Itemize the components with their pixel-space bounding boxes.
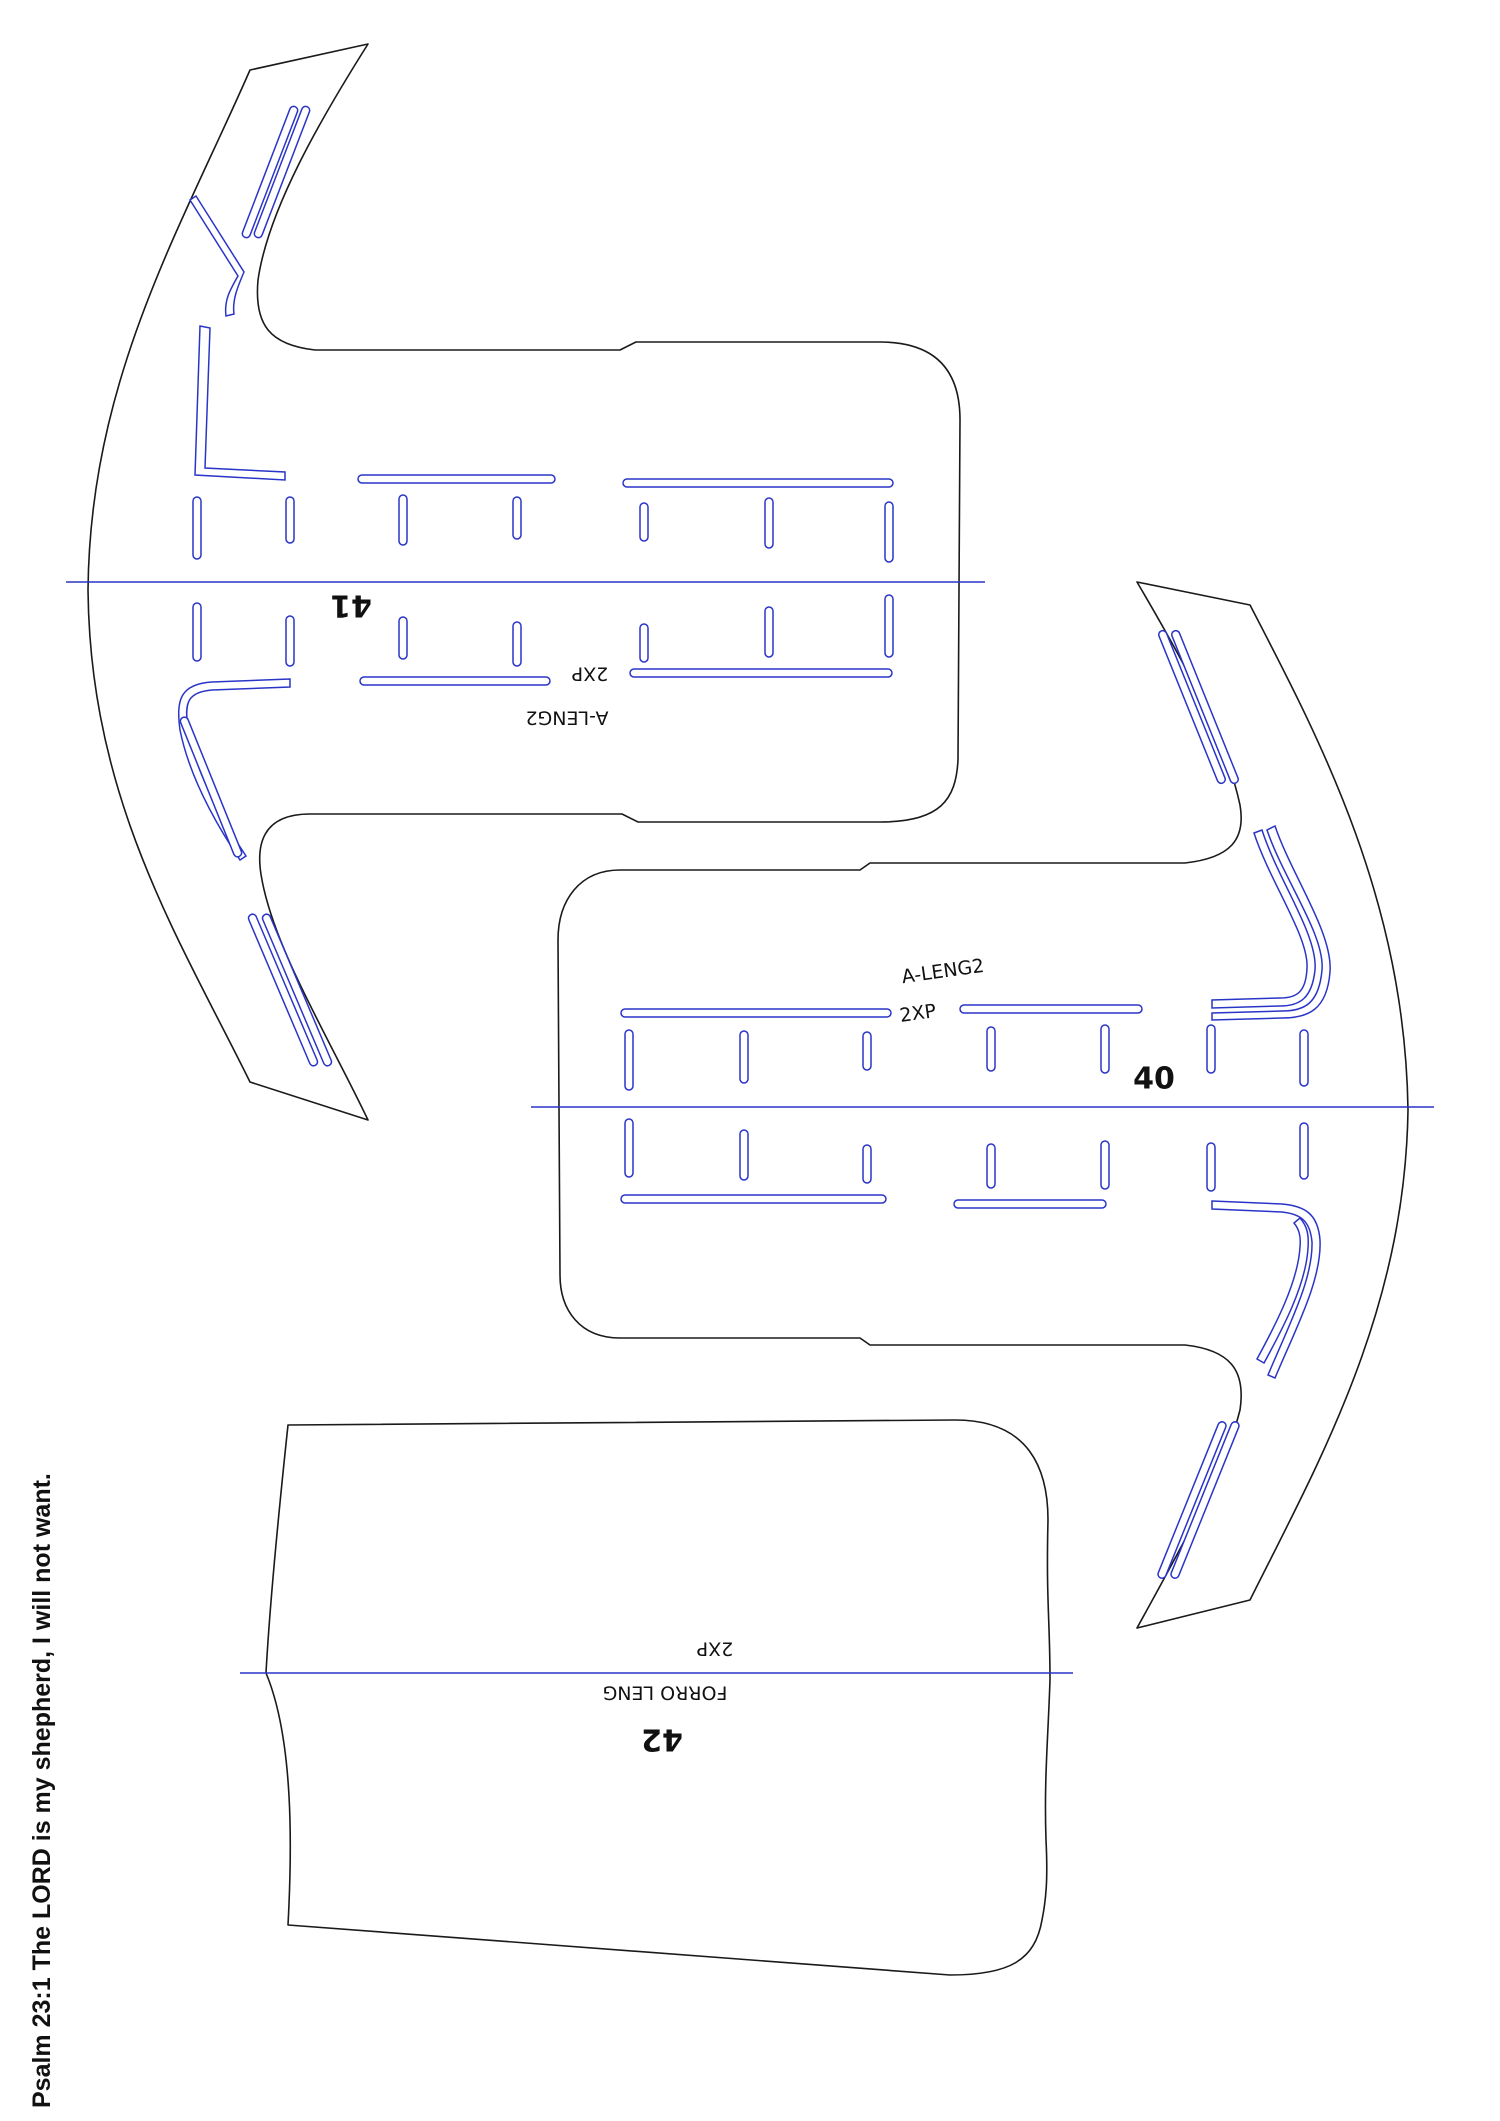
piece-41-quantity: 2XP	[572, 663, 609, 685]
piece-42-quantity: 2XP	[697, 1638, 734, 1660]
piece-40-stitch	[862, 1144, 872, 1184]
piece-41-stitch	[764, 606, 774, 658]
piece-40-quantity: 2XP	[898, 1000, 937, 1027]
piece-41-stitch	[629, 668, 893, 678]
piece-40-stitch	[1299, 1029, 1309, 1087]
piece-41-stitch	[512, 621, 522, 667]
piece-40-stitch	[953, 1199, 1107, 1209]
piece-41-stitch	[261, 913, 333, 1067]
piece-40-stitch	[1100, 1024, 1110, 1074]
piece-41-stitch	[192, 602, 202, 662]
piece-41-stitch	[884, 501, 894, 563]
pattern-piece-42: 2XP FORRO LENG 42	[240, 1419, 1073, 1976]
piece-41-stitch	[188, 194, 245, 317]
piece-41-number: 41	[330, 588, 372, 623]
piece-40-stitch	[959, 1004, 1143, 1014]
piece-42-name: FORRO LENG	[603, 1682, 728, 1704]
piece-41-stitch	[194, 325, 286, 481]
pattern-piece-40: A-LENG2 2XP 40	[531, 581, 1434, 1629]
piece-41-name: A-LENG2	[525, 707, 608, 729]
piece-41-stitch	[639, 623, 649, 663]
piece-40-stitch	[624, 1118, 634, 1178]
piece-40-name: A-LENG2	[900, 955, 985, 988]
piece-40-stitch	[862, 1031, 872, 1071]
piece-40-stitch	[986, 1026, 996, 1072]
piece-42-number: 42	[641, 1722, 683, 1757]
piece-41-stitch	[285, 615, 295, 667]
piece-41-stitch	[357, 474, 556, 484]
piece-41-stitch	[884, 594, 894, 658]
piece-40-stitch	[986, 1143, 996, 1189]
piece-40-stitch	[1255, 1216, 1309, 1365]
piece-41-outline	[87, 43, 961, 1121]
piece-41-stitch	[359, 676, 551, 686]
piece-40-stitch	[1171, 629, 1239, 785]
piece-40-stitch	[739, 1030, 749, 1084]
piece-40-stitch	[624, 1029, 634, 1091]
piece-40-stitch	[1100, 1140, 1110, 1190]
piece-41-stitch	[247, 913, 319, 1067]
piece-41-stitch	[639, 502, 649, 542]
piece-40-stitch	[1206, 1142, 1216, 1192]
piece-41-stitch	[192, 496, 202, 560]
piece-41-stitch	[512, 496, 522, 540]
piece-41-stitch	[177, 678, 291, 862]
piece-41-stitch	[622, 478, 894, 488]
piece-40-stitch	[1211, 1200, 1321, 1379]
piece-40-stitch	[620, 1194, 887, 1204]
piece-41-stitch	[764, 497, 774, 549]
piece-40-stitch	[739, 1129, 749, 1181]
piece-40-stitch	[1211, 829, 1316, 1009]
piece-40-stitch	[1158, 629, 1226, 785]
piece-41-stitch	[179, 716, 243, 858]
piece-41-stitch	[285, 496, 295, 544]
piece-40-stitch	[620, 1008, 892, 1018]
pattern-piece-41: 41 2XP A-LENG2	[66, 43, 985, 1121]
scripture-footer: Psalm 23:1 The LORD is my shepherd, I wi…	[28, 1473, 56, 2108]
piece-41-stitch	[398, 494, 408, 546]
piece-40-number: 40	[1133, 1062, 1175, 1097]
piece-40-stitch	[1157, 1421, 1227, 1579]
piece-40-outline	[557, 581, 1409, 1629]
piece-40-stitch	[1211, 824, 1331, 1021]
piece-40-stitch	[1299, 1122, 1309, 1180]
piece-40-stitch	[1170, 1421, 1240, 1579]
piece-41-stitch	[253, 105, 311, 239]
piece-41-stitch	[241, 105, 299, 239]
piece-40-stitch	[1206, 1024, 1216, 1074]
piece-41-stitch	[398, 616, 408, 660]
